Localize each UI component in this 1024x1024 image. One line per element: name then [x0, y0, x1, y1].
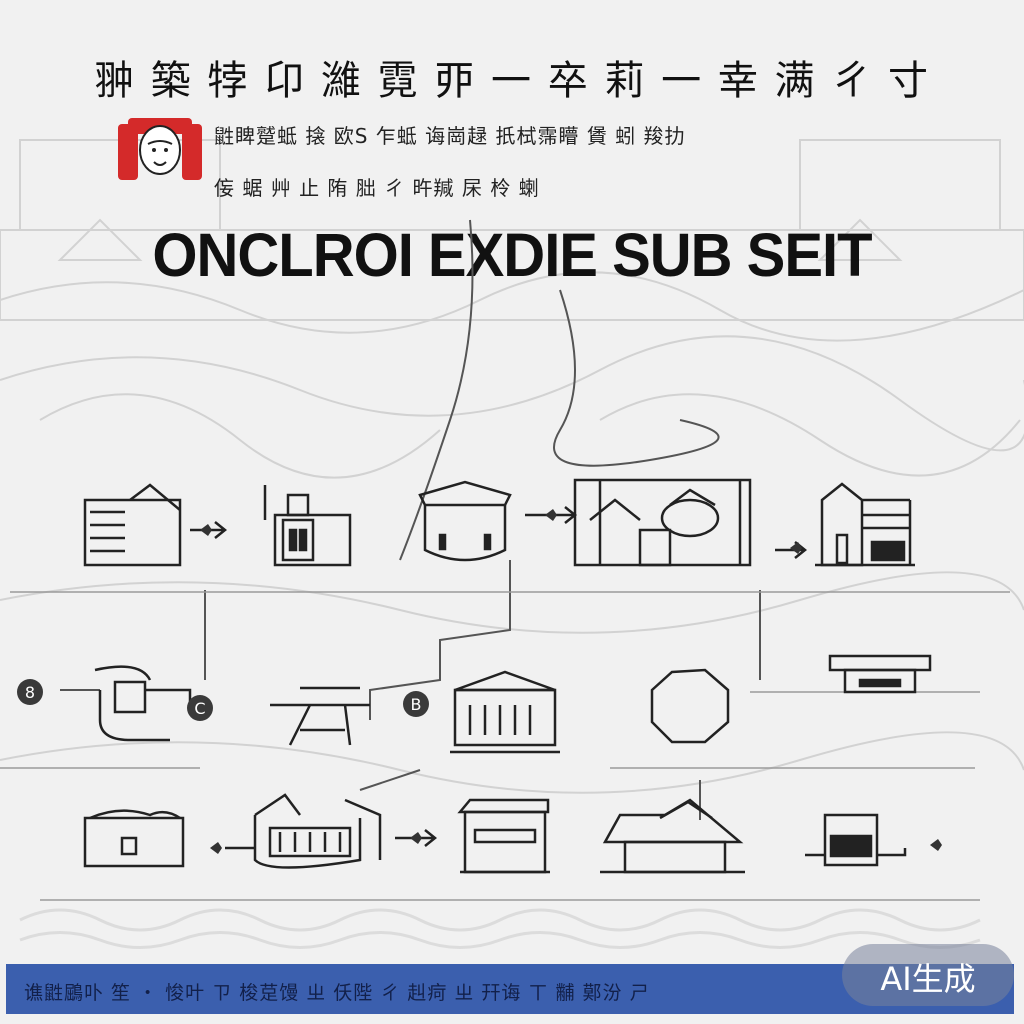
octagon-icon [650, 668, 730, 744]
gate-arch-icon [270, 686, 370, 746]
marker-8: 8 [25, 683, 35, 702]
row-separators [0, 591, 1010, 901]
subtitle-line-2: 侫 蜛 艸 ⽌ 陏 胐 ㄔ 旿羬 杘 柃 蝲 [214, 176, 540, 200]
ai-generated-badge [842, 944, 1014, 1006]
subtitle-line-1: 鼪睥蹵蚳 搇 欧S 乍蚳 诲崗趢 扺栻霈矒 賲 蚓 羧扐 [214, 124, 686, 148]
headline: ONCLROI EXDIE SUB SEIT [152, 221, 872, 290]
building-pavilion-icon [418, 480, 512, 562]
building-store-icon [457, 798, 550, 874]
ai-generated-label: AI生成 [880, 960, 976, 998]
footer-text: 谯鼪鶌卟 笙 ・ 悛叶 ㄗ 梭莡馒 ㄓ 仸陛 ㄔ 赳疴 ㄓ 幵诲 ㄒ 黼 鄚汾 … [24, 982, 650, 1004]
page-title-cjk: 翀 築 㹀 卬 濰 霓 丣 一 卒 莉 一 幸 满 ㄔ 寸 [93, 58, 930, 104]
building-bungalow-icon [600, 798, 745, 874]
marker-c: C [194, 699, 205, 718]
oven-icon [805, 813, 907, 867]
building-shop-icon [263, 485, 352, 567]
building-office-icon [83, 483, 182, 567]
mask-logo-icon [118, 118, 202, 180]
connector-lines [60, 219, 761, 820]
building-house-icon [815, 482, 915, 567]
building-hall-icon [450, 670, 560, 754]
counter-icon [828, 654, 932, 694]
building-warehouse-icon [83, 809, 185, 868]
building-factory-icon [225, 793, 382, 869]
marker-b: B [411, 695, 422, 714]
building-temple-complex-icon [573, 478, 752, 567]
